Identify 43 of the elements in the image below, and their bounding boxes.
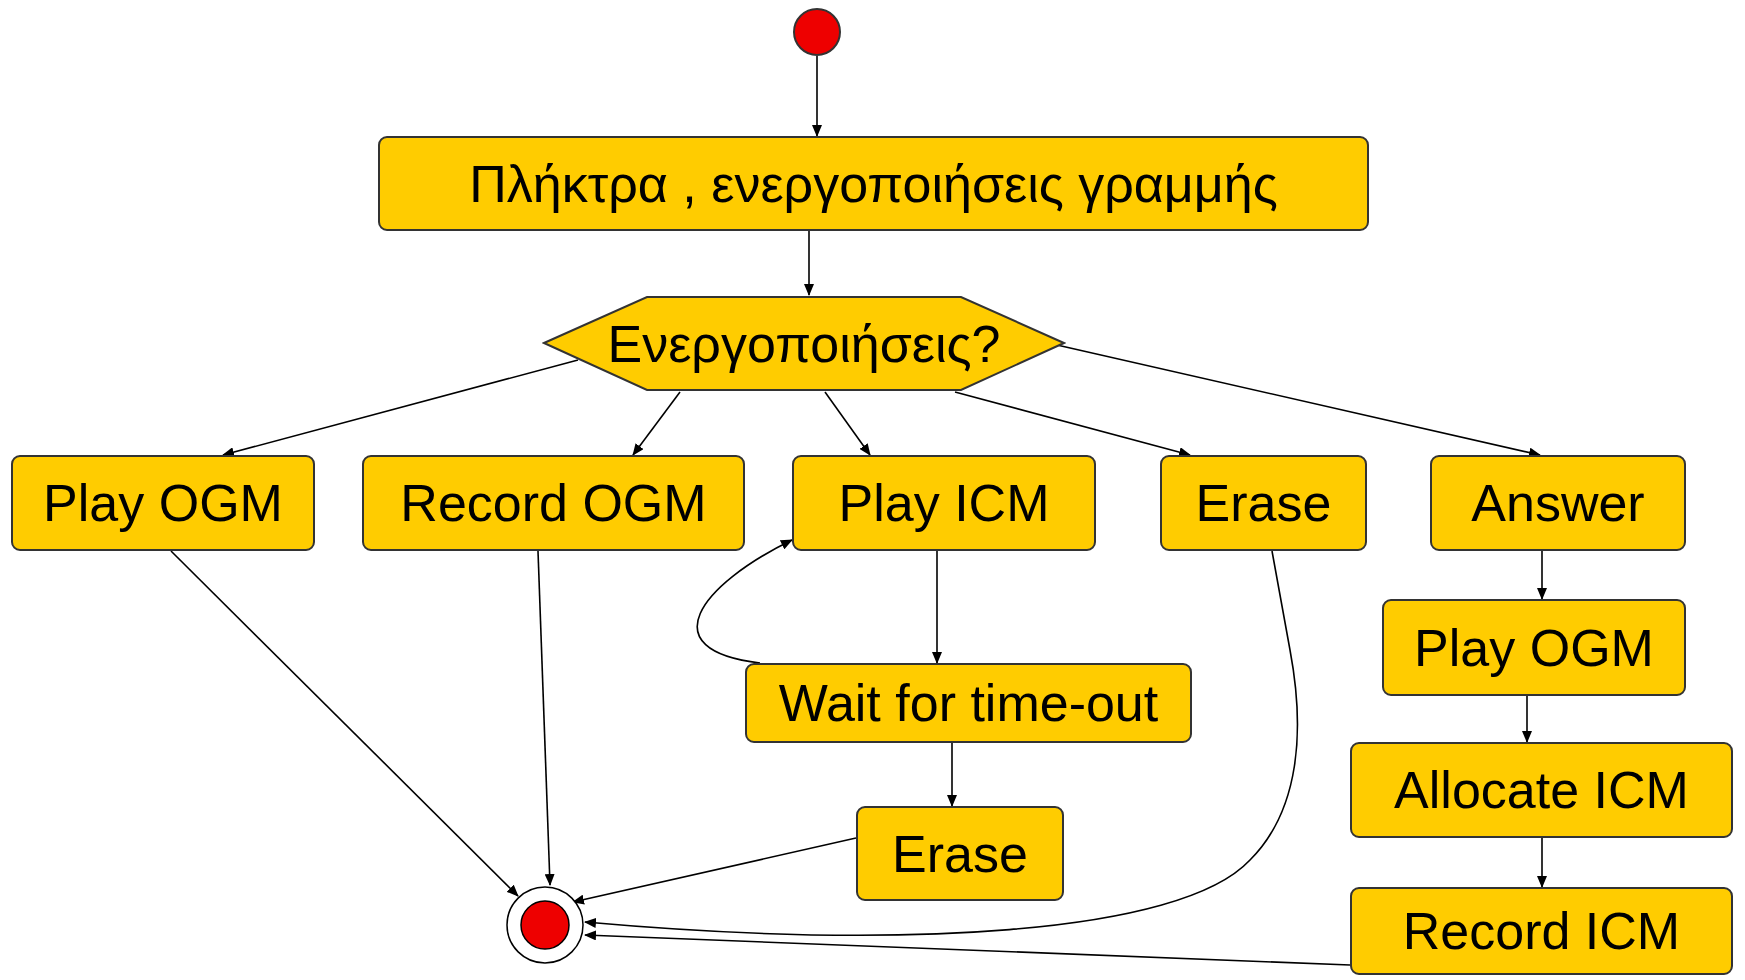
- activity-label: Answer: [1471, 473, 1645, 533]
- activity-box: [362, 455, 745, 551]
- activity-box: [378, 136, 1369, 231]
- arrow: [632, 391, 681, 456]
- activity-box: [11, 455, 315, 551]
- arrow: [954, 391, 1191, 457]
- arrow: [1522, 695, 1532, 743]
- activity-label: Play ICM: [838, 473, 1050, 533]
- activity-label: Play OGM: [1414, 617, 1654, 678]
- arrow: [170, 550, 519, 897]
- start-state-marker: [793, 8, 841, 56]
- arrow: [812, 55, 822, 137]
- arrow: [584, 930, 1351, 966]
- activity-box: [1350, 742, 1733, 838]
- arrow: [537, 550, 555, 886]
- activity-box: [792, 455, 1096, 551]
- activity-label: Play OGM: [43, 473, 283, 533]
- arrow: [696, 539, 793, 664]
- activity-box: [1160, 455, 1367, 551]
- arrow: [932, 550, 942, 664]
- activity-label: Ενεργοποιήσεις?: [607, 313, 1001, 374]
- activity-label: Record ICM: [1402, 901, 1681, 961]
- activity-box: [856, 806, 1064, 901]
- decision-hexagon: [542, 295, 1066, 392]
- arrow: [584, 550, 1299, 936]
- arrow: [947, 742, 957, 807]
- activity-label: Erase: [892, 823, 1028, 884]
- arrow: [1537, 837, 1547, 888]
- activity-label: Wait for time-out: [778, 673, 1159, 733]
- activity-box: [1350, 887, 1733, 975]
- activity-box: [745, 663, 1192, 743]
- activity-label: Allocate ICM: [1394, 760, 1689, 820]
- arrow: [1537, 550, 1547, 600]
- arrow: [572, 837, 857, 905]
- activity-label: Record OGM: [400, 473, 707, 533]
- arrow: [824, 391, 871, 456]
- arrow: [222, 359, 579, 457]
- activity-label: Πλήκτρα , ενεργοποιήσεις γραμμής: [469, 153, 1278, 214]
- activity-label: Erase: [1195, 473, 1332, 533]
- activity-box: [1382, 599, 1686, 696]
- arrow: [804, 230, 814, 296]
- final-state-marker: [505, 885, 585, 965]
- activity-box: [1430, 455, 1686, 551]
